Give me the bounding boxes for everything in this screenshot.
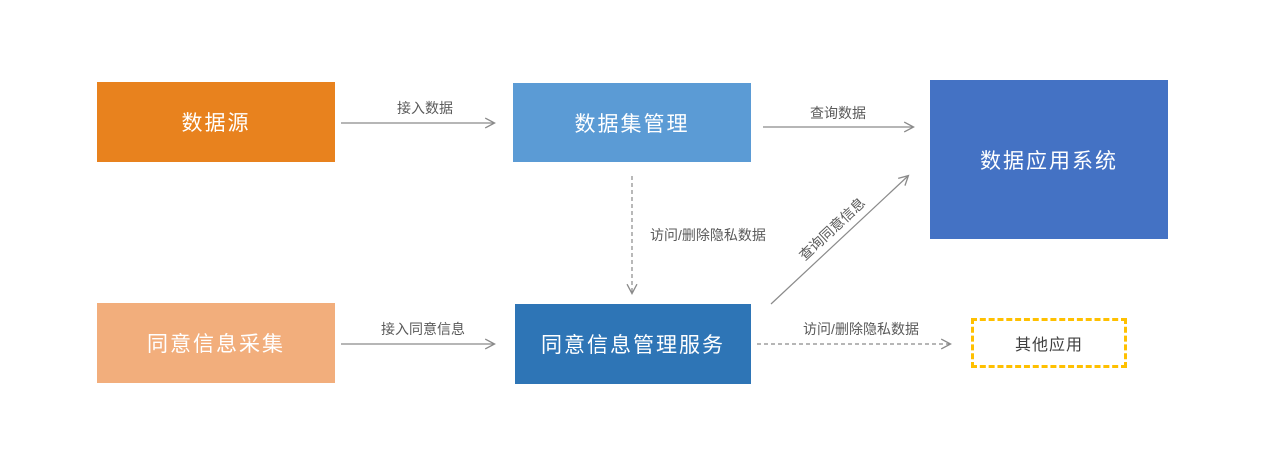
edge-label-access-delete-private-2: 访问/删除隐私数据: [803, 321, 919, 337]
edge-query-consent-info-arrow: [770, 174, 910, 305]
edge-label-query-consent-info: 查询同意信息: [795, 194, 869, 264]
node-data-app-system: 数据应用系统: [930, 80, 1168, 239]
edge-label-query-data: 查询数据: [810, 105, 866, 121]
edge-label-access-consent-info: 接入同意信息: [381, 321, 465, 337]
node-dataset-management: 数据集管理: [513, 83, 751, 162]
node-consent-collection: 同意信息采集: [97, 303, 335, 383]
node-other-applications: 其他应用: [971, 318, 1127, 368]
node-data-source: 数据源: [97, 82, 335, 162]
node-consent-management-service: 同意信息管理服务: [515, 304, 751, 384]
edge-label-access-delete-private: 访问/删除隐私数据: [650, 227, 766, 243]
edge-label-access-data: 接入数据: [397, 100, 453, 116]
